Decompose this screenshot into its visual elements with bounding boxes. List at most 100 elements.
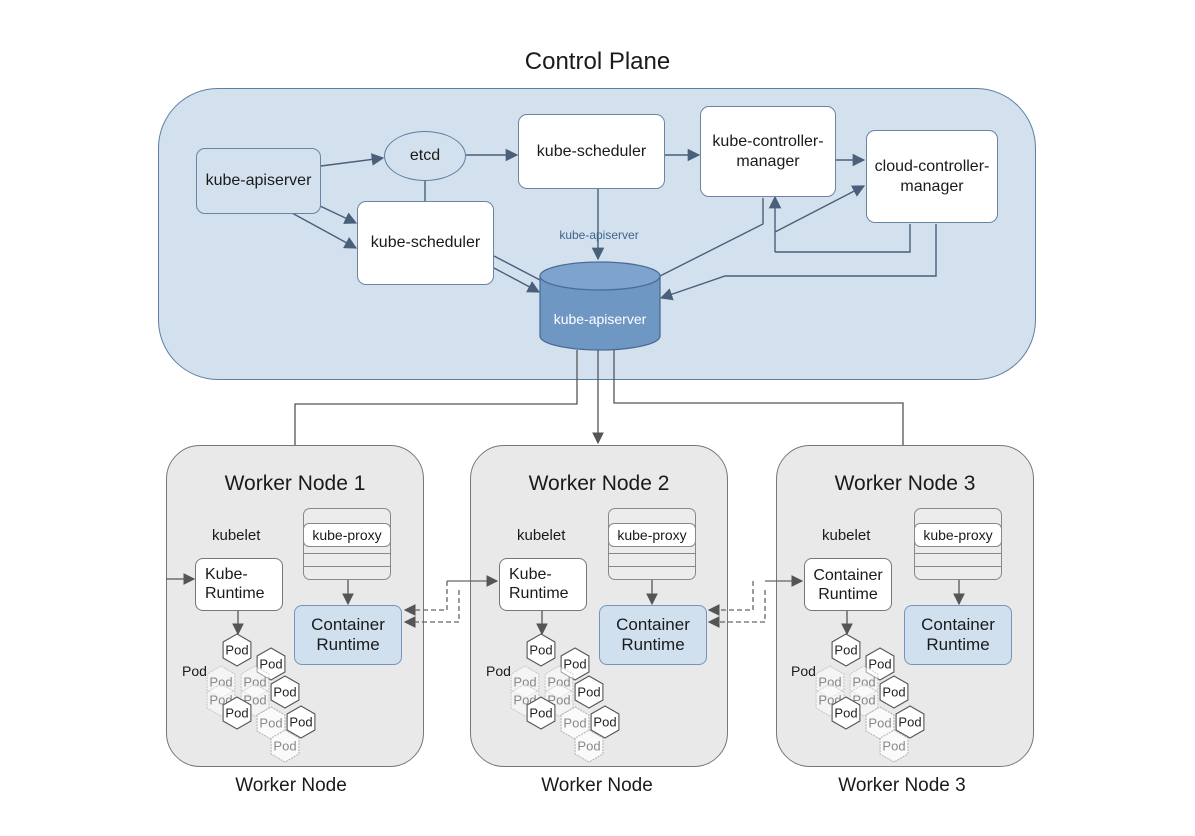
pod-hexagon: Pod <box>270 675 300 709</box>
cr-line2: Runtime <box>926 635 990 654</box>
controller-manager-line2: manager <box>736 152 800 170</box>
pod-label: Pod <box>273 739 296 754</box>
runtime-line1: Kube- <box>509 566 552 583</box>
worker-edges <box>294 350 904 445</box>
worker-node-1-runtime-box[interactable]: Kube- Runtime <box>195 558 283 611</box>
pod-label: Pod <box>577 685 600 700</box>
worker-node-3-kubelet: kubelet <box>822 527 871 544</box>
database-label: kube-apiserver <box>553 311 647 327</box>
edge-db-worker3 <box>613 350 904 445</box>
inter-node-dashed-edges <box>403 575 804 628</box>
pod-hexagon: Pod <box>895 705 925 739</box>
worker-node-2-pod-label: Pod <box>486 663 511 679</box>
edge-label-kube-apiserver: kube-apiserver <box>559 228 639 242</box>
pod-hexagon: Pod <box>222 696 252 730</box>
pod-label: Pod <box>593 715 616 730</box>
pod-label: Pod <box>209 675 232 690</box>
edge-db-controller <box>657 198 764 278</box>
pod-hexagon: Pod <box>256 647 286 681</box>
runtime-line2: Runtime <box>509 585 569 602</box>
pod-hexagon: Pod <box>574 675 604 709</box>
cloud-controller-line2: manager <box>900 177 964 195</box>
edge-cloud-db <box>659 224 937 301</box>
etcd-node[interactable]: etcd <box>384 131 466 181</box>
runtime-line1: Container <box>813 566 883 584</box>
control-plane-edges <box>291 148 937 301</box>
worker-node-2-caption: Worker Node <box>541 775 653 796</box>
pod-hexagon: Pod <box>526 633 556 667</box>
kube-apiserver-label: kube-apiserver <box>205 172 312 189</box>
edge-loop-cloud <box>775 224 911 253</box>
worker-node-1-caption: Worker Node <box>235 775 347 796</box>
pod-label: Pod <box>898 715 921 730</box>
runtime-line1: Kube- <box>205 566 248 583</box>
pod-label: Pod <box>563 657 586 672</box>
pod-label: Pod <box>852 675 875 690</box>
worker-node-2-title: Worker Node 2 <box>528 472 670 495</box>
pod-label: Pod <box>273 685 296 700</box>
pod-label: Pod <box>259 657 282 672</box>
edge-scheduler-db-2 <box>493 267 541 293</box>
cr-line2: Runtime <box>316 635 380 654</box>
worker-node-2-runtime-box[interactable]: Kube- Runtime <box>499 558 587 611</box>
worker-node-2-kube-proxy: kube-proxy <box>608 523 696 547</box>
kube-scheduler-top-box[interactable]: kube-scheduler <box>518 114 665 189</box>
pod-hexagon: Pod <box>526 696 556 730</box>
worker-node-2-kube-proxy-stack[interactable]: kube-proxy <box>608 508 696 580</box>
worker-node-1-kube-proxy: kube-proxy <box>303 523 391 547</box>
controller-manager-line1: kube-controller- <box>712 132 824 150</box>
pod-label: Pod <box>882 739 905 754</box>
runtime-line2: Runtime <box>818 585 878 603</box>
etcd-label: etcd <box>409 147 441 164</box>
pod-hexagon: Pod <box>831 696 861 730</box>
kube-apiserver-box[interactable]: kube-apiserver <box>196 148 321 214</box>
worker-node-3-title: Worker Node 3 <box>834 472 976 495</box>
cloud-controller-line1: cloud-controller- <box>874 157 990 175</box>
edge-scheduler-db-1 <box>493 255 541 281</box>
pod-label: Pod <box>834 643 857 658</box>
cr-line2: Runtime <box>621 635 685 654</box>
pod-label: Pod <box>243 675 266 690</box>
pod-label: Pod <box>563 716 586 731</box>
cloud-controller-manager-box[interactable]: cloud-controller- manager <box>866 130 998 223</box>
cr-line1: Container <box>921 615 995 634</box>
pod-hexagon: Pod <box>879 729 909 763</box>
pod-hexagon: Pod <box>574 729 604 763</box>
kube-controller-manager-box[interactable]: kube-controller- manager <box>700 106 836 197</box>
worker-node-1-kube-proxy-stack[interactable]: kube-proxy <box>303 508 391 580</box>
pod-label: Pod <box>547 675 570 690</box>
pod-hexagon: Pod <box>831 633 861 667</box>
kube-scheduler-mid-box[interactable]: kube-scheduler <box>357 201 494 285</box>
edge-db-worker1 <box>294 350 578 445</box>
pod-label: Pod <box>513 675 536 690</box>
pod-hexagon: Pod <box>222 633 252 667</box>
worker-node-2-kubelet: kubelet <box>517 527 566 544</box>
pod-label: Pod <box>868 657 891 672</box>
pod-label: Pod <box>818 675 841 690</box>
pod-label: Pod <box>834 706 857 721</box>
pod-hexagon: Pod <box>879 675 909 709</box>
pod-hexagon: Pod <box>590 705 620 739</box>
edge-apiserver-scheduler-mid-1 <box>319 205 358 224</box>
pod-label: Pod <box>289 715 312 730</box>
pod-label: Pod <box>225 643 248 658</box>
pod-hexagon: Pod <box>270 729 300 763</box>
worker-node-3-caption: Worker Node 3 <box>838 775 966 796</box>
worker-node-3-kube-proxy: kube-proxy <box>914 523 1002 547</box>
worker-node-3-pod-label: Pod <box>791 663 816 679</box>
worker-node-1-kubelet: kubelet <box>212 527 261 544</box>
worker-node-3-kube-proxy-stack[interactable]: kube-proxy <box>914 508 1002 580</box>
pod-label: Pod <box>225 706 248 721</box>
pod-label: Pod <box>259 716 282 731</box>
runtime-line2: Runtime <box>205 585 265 602</box>
kube-scheduler-mid-label: kube-scheduler <box>370 234 481 251</box>
edge-apiserver-scheduler-mid-2 <box>291 212 358 249</box>
worker-node-1-pod-label: Pod <box>182 663 207 679</box>
diagram-title: Control Plane <box>524 48 671 75</box>
